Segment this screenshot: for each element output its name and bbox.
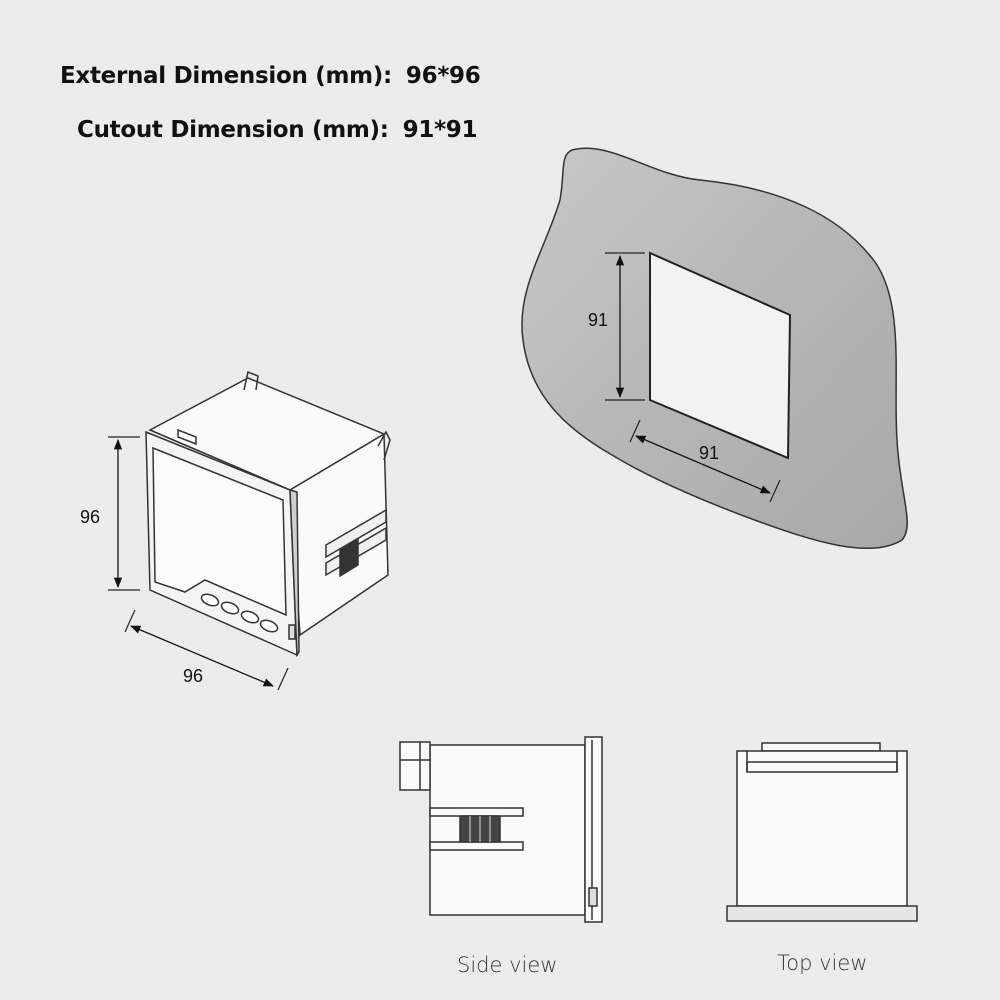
device-height-label: 96 <box>80 507 100 527</box>
top-view-body <box>736 750 908 907</box>
side-view-front-bezel <box>584 736 603 923</box>
device-button-3 <box>240 610 260 624</box>
top-view-front-bezel <box>726 905 918 922</box>
panel-cutout-drawing: 91 91 <box>521 147 908 550</box>
cutout-dimension-spec: Cutout Dimension (mm): 91*91 <box>77 117 478 143</box>
device-isometric-drawing <box>145 370 391 658</box>
cutout-dimension-label: Cutout Dimension (mm): <box>77 117 389 143</box>
top-view-caption: Top view <box>777 951 867 975</box>
external-dimension-spec: External Dimension (mm): 96*96 <box>60 63 481 89</box>
cutout-dimension-value: 91*91 <box>402 117 478 143</box>
side-view-drawing <box>399 736 603 923</box>
device-button-2 <box>220 601 240 615</box>
external-dimension-label: External Dimension (mm): <box>60 63 392 89</box>
panel-cutout-opening <box>649 251 792 460</box>
cutout-height-label: 91 <box>588 310 608 330</box>
device-width-label: 96 <box>183 666 203 686</box>
cutout-width-dimension-line <box>635 435 771 494</box>
side-view-body <box>429 744 586 916</box>
device-button-1 <box>200 593 220 607</box>
side-view-caption: Side view <box>457 953 557 977</box>
device-width-dimension-line <box>130 625 274 687</box>
external-dimension-value: 96*96 <box>405 63 481 89</box>
device-display-window <box>152 446 287 617</box>
top-view-drawing <box>726 742 918 922</box>
cutout-width-label: 91 <box>699 443 719 463</box>
